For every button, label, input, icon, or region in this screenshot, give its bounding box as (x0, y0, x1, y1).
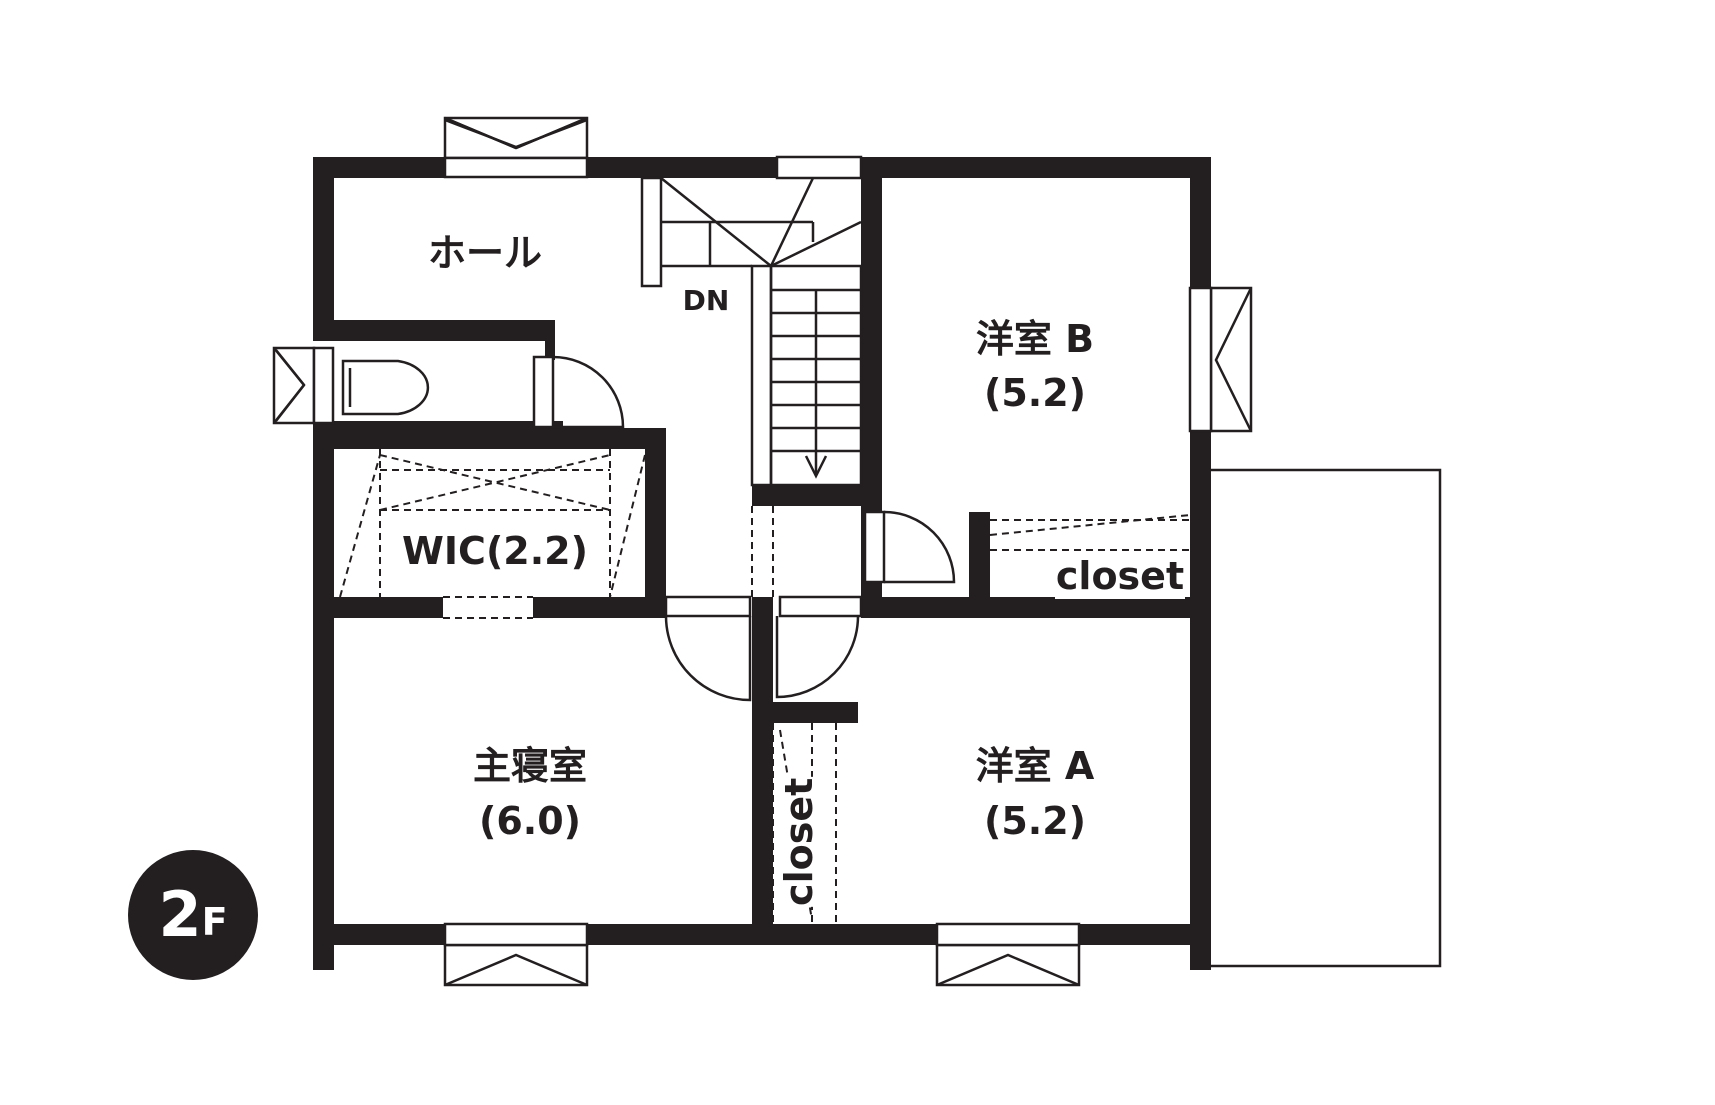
wic-shelves (339, 449, 774, 619)
top-window (443, 156, 589, 179)
master-bedroom-size: (6.0) (478, 799, 582, 843)
doors (532, 355, 956, 702)
stairs-down-label: DN (682, 284, 730, 317)
closet-b-label: closet (1055, 554, 1185, 599)
floor-number: 2 (158, 878, 202, 951)
master-bedroom-name: 主寝室 (472, 744, 587, 788)
bottom-left-window-frame (443, 943, 589, 987)
western-room-b-name: 洋室 B (975, 317, 1095, 361)
window-crossmarks (275, 118, 588, 422)
bottom-right-window-frame (935, 943, 1081, 987)
staircase (640, 176, 863, 487)
western-room-a-name: 洋室 A (975, 744, 1095, 788)
left-window-frame (272, 346, 316, 425)
western-room-b-size: (5.2) (983, 371, 1087, 415)
hall-label: ホール (427, 231, 542, 275)
wic-label: WIC(2.2) (382, 529, 608, 574)
closet-b-shelves (989, 514, 1191, 551)
balcony (1211, 468, 1442, 968)
floor-badge: 2 F (128, 850, 258, 980)
western-room-a-size: (5.2) (983, 799, 1087, 843)
top-window-frame (443, 116, 589, 160)
windows (272, 116, 1253, 987)
toilet-fixture (341, 359, 430, 416)
right-window-frame (1209, 286, 1253, 433)
top-right-window (775, 155, 863, 180)
walls (313, 157, 1211, 970)
floor-letter: F (201, 900, 228, 944)
closet-a-label: closet (777, 776, 822, 907)
